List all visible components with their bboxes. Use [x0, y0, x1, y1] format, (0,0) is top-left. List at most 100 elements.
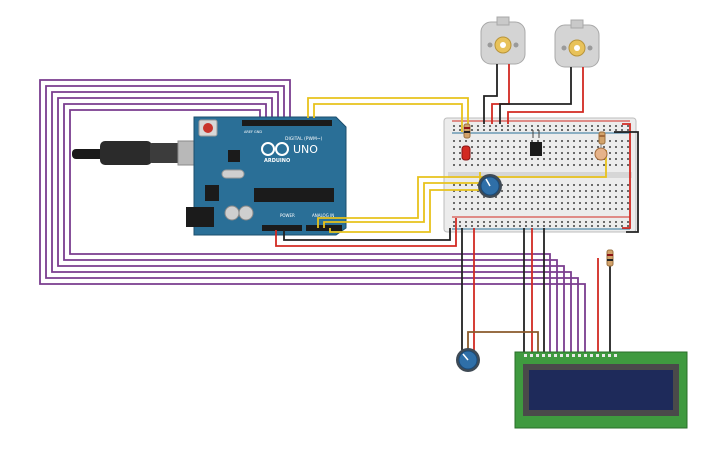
breadboard-hole — [507, 164, 509, 166]
breadboard-hole — [549, 152, 551, 154]
breadboard-hole — [579, 125, 581, 127]
breadboard-hole — [537, 129, 539, 131]
breadboard-hole — [465, 208, 467, 210]
breadboard-hole — [555, 140, 557, 142]
voltage-regulator — [205, 185, 219, 201]
breadboard-hole — [519, 225, 521, 227]
lcd-pin — [536, 354, 539, 357]
yellow-wires — [307, 97, 607, 233]
crystal — [221, 169, 245, 179]
breadboard-hole — [465, 140, 467, 142]
breadboard-hole — [501, 221, 503, 223]
breadboard-hole — [477, 125, 479, 127]
breadboard-hole — [501, 125, 503, 127]
black-wire-gnd — [283, 228, 451, 241]
breadboard-hole — [567, 125, 569, 127]
breadboard-hole — [627, 225, 629, 227]
breadboard-hole — [507, 158, 509, 160]
breadboard-hole — [471, 202, 473, 204]
breadboard-hole — [507, 208, 509, 210]
breadboard-hole — [573, 184, 575, 186]
breadboard-hole — [555, 164, 557, 166]
breadboard-hole — [489, 164, 491, 166]
breadboard-hole — [621, 152, 623, 154]
breadboard-hole — [567, 196, 569, 198]
breadboard-hole — [471, 221, 473, 223]
breadboard-hole — [471, 196, 473, 198]
usb-cable — [72, 140, 209, 166]
breadboard-hole — [621, 184, 623, 186]
breadboard-hole — [609, 158, 611, 160]
power-wires — [275, 123, 639, 360]
breadboard-hole — [501, 140, 503, 142]
breadboard-hole — [621, 164, 623, 166]
breadboard-hole — [471, 164, 473, 166]
breadboard-hole — [585, 164, 587, 166]
breadboard-hole — [519, 208, 521, 210]
breadboard-hole — [453, 125, 455, 127]
breadboard-hole — [561, 190, 563, 192]
breadboard-hole — [537, 158, 539, 160]
potentiometer-2 — [456, 348, 480, 372]
breadboard-hole — [567, 225, 569, 227]
breadboard-hole — [537, 164, 539, 166]
breadboard-hole — [591, 146, 593, 148]
breadboard-hole — [531, 190, 533, 192]
breadboard-hole — [519, 146, 521, 148]
breadboard-hole — [579, 190, 581, 192]
breadboard-hole — [561, 125, 563, 127]
breadboard-hole — [537, 190, 539, 192]
breadboard-hole — [579, 158, 581, 160]
breadboard-hole — [615, 190, 617, 192]
photo-interrupter-sensor — [530, 130, 542, 156]
breadboard-hole — [591, 190, 593, 192]
breadboard-hole — [471, 140, 473, 142]
breadboard-hole — [567, 140, 569, 142]
breadboard-hole — [543, 146, 545, 148]
breadboard-hole — [471, 129, 473, 131]
breadboard-hole — [609, 202, 611, 204]
motor-wires — [483, 64, 584, 124]
breadboard-hole — [531, 140, 533, 142]
breadboard-hole — [537, 221, 539, 223]
breadboard-hole — [555, 225, 557, 227]
breadboard-hole — [459, 152, 461, 154]
breadboard-hole — [477, 190, 479, 192]
breadboard-hole — [501, 152, 503, 154]
breadboard-hole — [603, 146, 605, 148]
breadboard-hole — [543, 152, 545, 154]
breadboard-hole — [483, 158, 485, 160]
breadboard-hole — [615, 152, 617, 154]
breadboard-hole — [573, 125, 575, 127]
breadboard-hole — [609, 196, 611, 198]
breadboard-hole — [555, 221, 557, 223]
motor-1-top-tab — [496, 16, 510, 26]
usb-cable-cord — [72, 149, 108, 159]
breadboard-hole — [597, 190, 599, 192]
lcd-pin — [608, 354, 611, 357]
motor-2-black-wire — [499, 67, 572, 124]
breadboard-hole — [549, 196, 551, 198]
breadboard-hole — [495, 202, 497, 204]
lcd-16x2 — [514, 351, 688, 429]
breadboard-hole — [609, 152, 611, 154]
breadboard-hole — [453, 152, 455, 154]
breadboard-hole — [513, 146, 515, 148]
breadboard-hole — [561, 225, 563, 227]
black-wire-rail-link — [614, 131, 639, 233]
lcd-pin — [524, 354, 527, 357]
capacitor-1 — [224, 205, 240, 221]
lcd-pin — [542, 354, 545, 357]
breadboard-hole — [453, 140, 455, 142]
purple-wire-4 — [57, 97, 565, 352]
breadboard-hole — [615, 202, 617, 204]
breadboard-hole — [555, 158, 557, 160]
sensor-body — [530, 142, 542, 156]
breadboard-hole — [501, 208, 503, 210]
breadboard-hole — [591, 158, 593, 160]
purple-wire-5 — [63, 103, 558, 352]
lcd-pin — [596, 354, 599, 357]
breadboard-hole — [573, 146, 575, 148]
purple-wire-6 — [69, 109, 551, 352]
